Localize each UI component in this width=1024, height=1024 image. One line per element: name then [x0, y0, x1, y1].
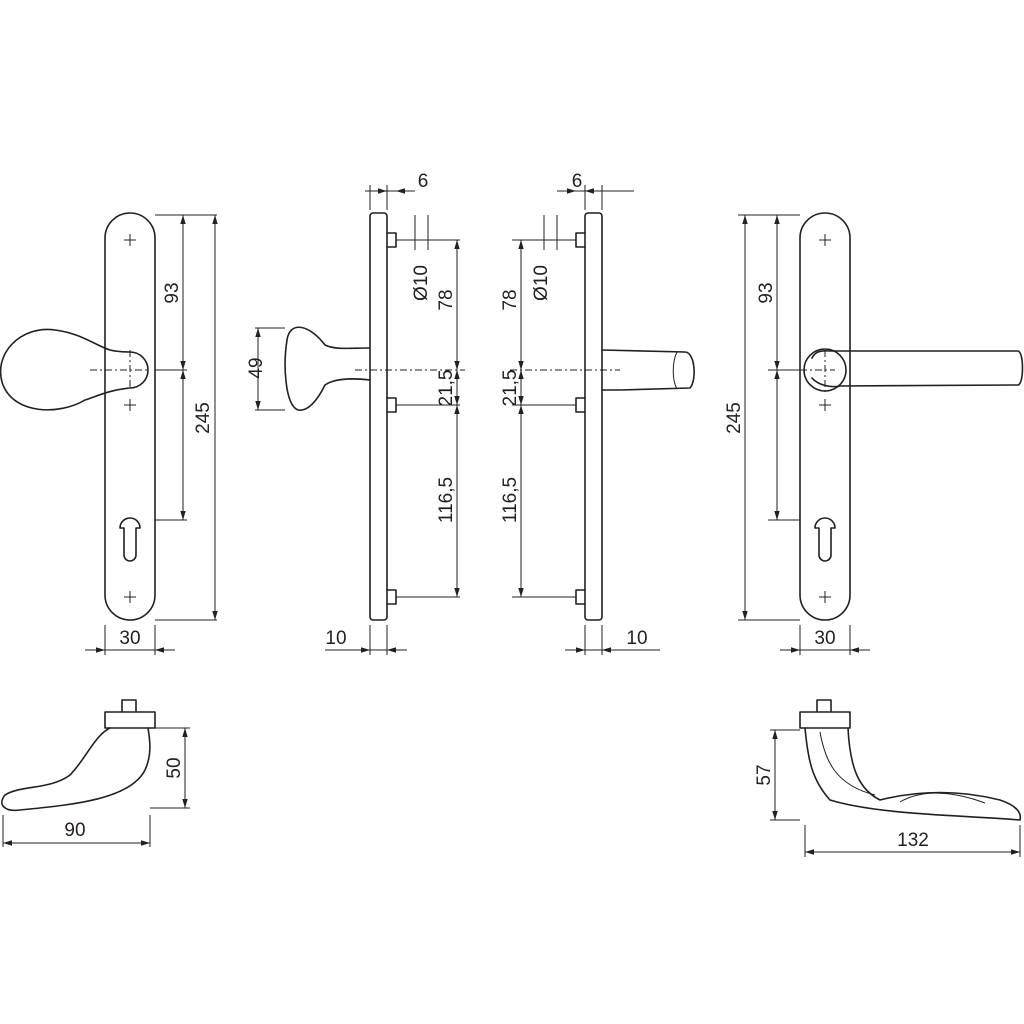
dim-label-245: 245	[724, 402, 745, 434]
dim-label-49: 49	[246, 357, 267, 378]
front-view-right-lever-plate: 93 245 30	[724, 212, 1024, 655]
dim-label-21-5: 21,5	[436, 370, 457, 407]
dim-label-93: 93	[162, 282, 183, 303]
dim-label-6: 6	[572, 171, 583, 192]
dim-label-78: 78	[436, 289, 457, 310]
dim-label-245: 245	[193, 402, 214, 434]
dim-label-10: 10	[626, 628, 647, 649]
dim-label-diameter-10: Ø10	[411, 265, 432, 301]
top-view-right-handle: 57 132	[754, 699, 1022, 857]
front-view-left-knob-plate: 93 245 30	[0, 212, 218, 655]
dim-label-10: 10	[325, 628, 346, 649]
dim-label-93: 93	[756, 282, 777, 303]
side-view-left: 49 6 Ø10 78 21,5 116,5 10	[246, 171, 465, 655]
dim-label-90: 90	[64, 820, 85, 841]
dim-label-21-5: 21,5	[500, 370, 521, 407]
dim-label-132: 132	[897, 830, 929, 851]
dim-label-57: 57	[754, 764, 775, 785]
dim-label-30: 30	[814, 628, 835, 649]
dim-label-diameter-10: Ø10	[531, 265, 552, 301]
dim-label-6: 6	[418, 171, 429, 192]
dim-label-116-5: 116,5	[436, 477, 457, 523]
dim-label-78: 78	[500, 289, 521, 310]
dim-label-30: 30	[119, 628, 140, 649]
dim-label-50: 50	[164, 757, 185, 778]
dim-label-116-5: 116,5	[500, 477, 521, 523]
top-view-left-handle: 50 90	[1, 699, 190, 847]
side-view-right: 6 Ø10 78 21,5 116,5 10	[500, 171, 695, 655]
